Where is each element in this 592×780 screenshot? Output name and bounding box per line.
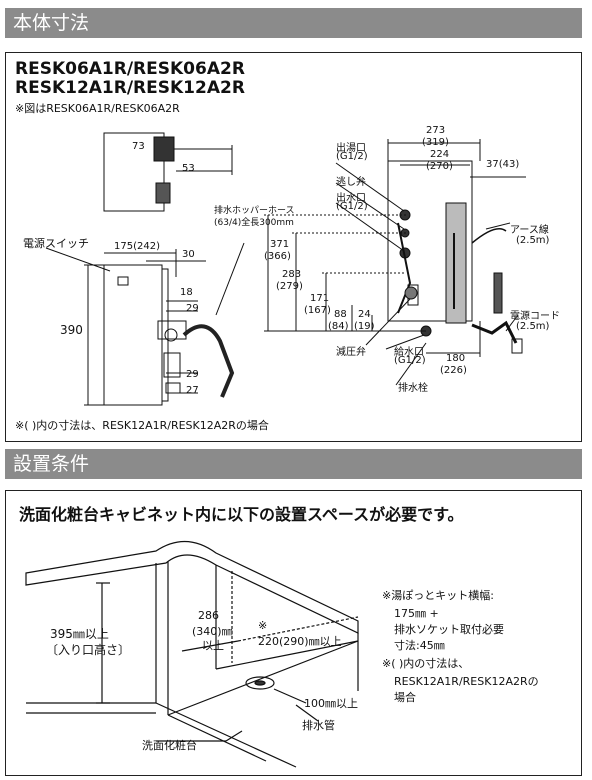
figure-note: ※図はRESK06A1R/RESK06A2R <box>15 102 180 115</box>
dim-84: (84) <box>328 321 349 332</box>
dim-273: 273 <box>426 125 446 136</box>
section-header-dimensions: 本体寸法 <box>5 8 582 38</box>
dim-371: 371 <box>270 239 290 250</box>
dimensions-footnote: ※( )内の寸法は、RESK12A1R/RESK12A2Rの場合 <box>15 419 269 432</box>
vanity-label: 洗面化粧台 <box>142 739 197 752</box>
vanity-countertop <box>25 540 359 634</box>
pipe-distance-label: 100㎜以上 <box>304 697 358 710</box>
note-1: ※湯ぽっとキット横幅: <box>382 589 494 602</box>
dim-175: 175(242) <box>114 241 160 252</box>
dim-53: 53 <box>182 163 195 174</box>
power-cord-label: 電源コード <box>510 311 560 322</box>
drain-pipe-label: 排水管 <box>302 719 335 732</box>
water-inlet-label: 給水口 <box>394 347 424 358</box>
dim-29b: 29 <box>186 369 199 380</box>
installation-lead: 洗面化粧台キャビネット内に以下の設置スペースが必要です。 <box>19 505 464 524</box>
dimensions-panel: RESK06A1R/RESK06A2R RESK12A1R/RESK12A2R … <box>5 52 582 442</box>
height-label-1: 395㎜以上 <box>50 627 109 641</box>
depth-label-2: (340)㎜ <box>192 625 233 638</box>
product-dimension-drawing <box>45 132 526 406</box>
dim-224: 224 <box>430 149 450 160</box>
dim-270: (270) <box>426 161 453 172</box>
drain-hose <box>182 324 235 398</box>
relief-valve-label: 逃し弁 <box>336 177 366 188</box>
unit-top-view <box>103 132 165 212</box>
note-7: 場合 <box>394 691 416 704</box>
earth-wire-label: アース線 <box>510 225 549 236</box>
power-switch-label: 電源スイッチ <box>23 237 89 250</box>
water-outlet-label: 出水口 <box>336 193 366 204</box>
dim-24: 24 <box>358 309 371 320</box>
dim-167: (167) <box>304 305 331 316</box>
note-4: 寸法:45㎜ <box>394 639 445 652</box>
width-label: 220(290)㎜以上 <box>258 635 342 648</box>
dim-37: 37(43) <box>486 159 520 170</box>
section-header-installation: 設置条件 <box>5 449 582 479</box>
width-mark: ※ <box>258 619 268 632</box>
dim-29a: 29 <box>186 303 199 314</box>
dim-19: (19) <box>354 321 375 332</box>
hot-outlet-size: (G1/2) <box>336 151 368 162</box>
water-inlet-size: (G1/2) <box>394 355 426 366</box>
dim-171: 171 <box>310 293 330 304</box>
dim-88: 88 <box>334 309 347 320</box>
drain-hose-label-2: (63/4)全長300mm <box>214 218 294 228</box>
dim-18: 18 <box>180 287 193 298</box>
note-6: RESK12A1R/RESK12A2Rの <box>394 675 539 688</box>
dim-73: 73 <box>132 141 145 152</box>
power-cord-length: (2.5m) <box>516 321 550 332</box>
drain-hose-label-1: 排水ホッパーホース <box>214 206 295 216</box>
installation-panel: 洗面化粧台キャビネット内に以下の設置スペースが必要です。 <box>5 490 582 776</box>
dim-279: (279) <box>276 281 303 292</box>
dim-283: 283 <box>282 269 302 280</box>
model-names-line1: RESK06A1R/RESK06A2R <box>15 59 245 79</box>
cabinet-space-drawing <box>25 540 359 768</box>
depth-label-1: 286 <box>198 609 219 622</box>
unit-side-view <box>387 160 473 322</box>
dim-390: 390 <box>60 323 83 337</box>
depth-label-3: 以上 <box>202 639 224 652</box>
water-outlet-size: (G1/2) <box>336 201 368 212</box>
dim-180: 180 <box>446 353 466 364</box>
model-names-line2: RESK12A1R/RESK12A2R <box>15 78 245 98</box>
drain-plug-label: 排水栓 <box>398 383 428 394</box>
height-label-2: 〔入り口高さ〕 <box>46 643 131 657</box>
dim-366: (366) <box>264 251 291 262</box>
note-3: 排水ソケット取付必要 <box>394 623 504 636</box>
pressure-valve-label: 減圧弁 <box>336 347 366 358</box>
note-5: ※( )内の寸法は、 <box>382 657 470 670</box>
earth-wire-length: (2.5m) <box>516 235 550 246</box>
unit-front-view <box>103 264 163 406</box>
dim-319: (319) <box>422 137 449 148</box>
note-2: 175㎜ + <box>394 607 439 620</box>
hot-outlet-label: 出湯口 <box>336 143 366 154</box>
dim-226: (226) <box>440 365 467 376</box>
dim-30: 30 <box>182 249 195 260</box>
dim-27: 27 <box>186 385 199 396</box>
